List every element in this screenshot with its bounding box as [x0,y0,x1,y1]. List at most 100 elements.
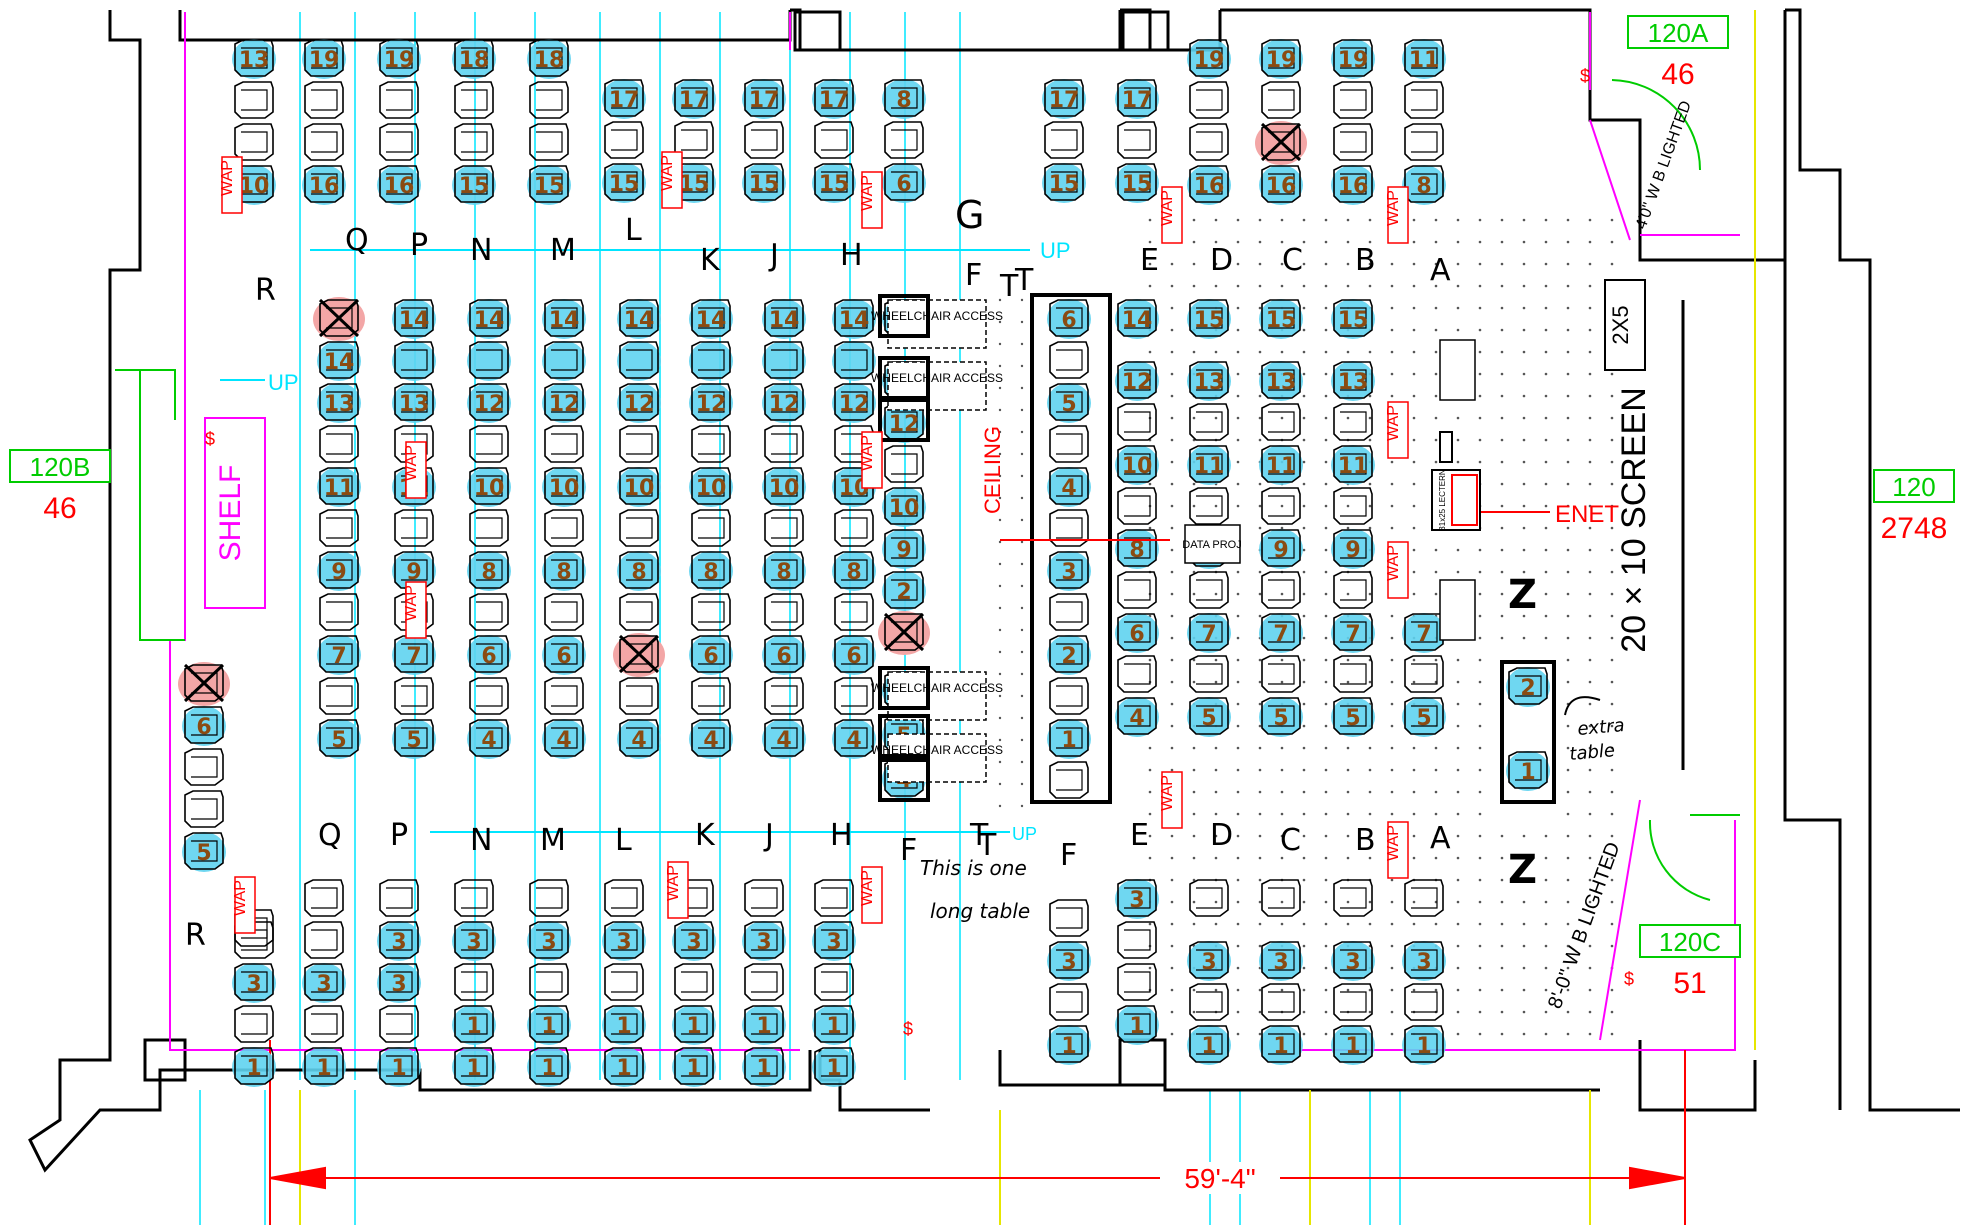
seat [529,81,569,119]
room-tag-box [1639,924,1741,958]
seat [379,123,419,161]
seat: 1 [1506,751,1550,791]
svg-text:WAP: WAP [232,880,249,916]
svg-text:3: 3 [1129,888,1144,913]
seat: 19 [1187,39,1231,79]
seat [832,341,876,381]
svg-text:5: 5 [1416,706,1431,731]
svg-text:1: 1 [466,1014,481,1039]
svg-text:19: 19 [1338,48,1369,73]
svg-text:3: 3 [1416,950,1431,975]
svg-text:3: 3 [246,972,261,997]
seat [1117,121,1157,159]
seat: 1 [452,1005,496,1045]
seat: 8 [832,551,876,591]
row-letter: K [695,818,716,853]
seat [304,1005,344,1043]
svg-text:19: 19 [309,48,340,73]
svg-text:WAP: WAP [1385,405,1402,441]
svg-text:10: 10 [239,174,270,199]
svg-text:18: 18 [459,48,490,73]
svg-text:10: 10 [696,476,727,501]
row-letter: F [1060,838,1077,873]
seat: 1 [1331,1025,1375,1065]
equipment-box [1439,579,1476,641]
svg-text:WAP: WAP [659,155,676,191]
svg-text:8: 8 [1416,174,1431,199]
seat: 14 [317,341,361,381]
extra-table [1500,660,1556,804]
svg-text:13: 13 [399,392,430,417]
seat [469,677,509,715]
seat: 17 [742,79,786,119]
seat [234,1005,274,1043]
z-letter-top: Z [1508,572,1537,618]
seat: 14 [689,299,733,339]
seat: 3 [812,921,856,961]
seat: 12 [1115,361,1159,401]
svg-text:6: 6 [196,715,211,740]
seat [544,677,584,715]
wheelchair-label: WHEELCHAIR ACCESS [871,309,1003,323]
seat [613,633,665,677]
seat: 3 [1115,879,1159,919]
svg-text:17: 17 [679,88,710,113]
wap-marker: WAP [1385,186,1409,244]
ceiling-label: CEILING [980,426,1005,514]
svg-text:7: 7 [406,644,421,669]
row-letter: E [1140,243,1159,278]
svg-text:6: 6 [556,644,571,669]
seat: 3 [377,963,421,1003]
seat: 16 [1331,165,1375,205]
svg-text:3: 3 [541,930,556,955]
row-letter: K [700,243,721,278]
row-letter: P [390,818,408,853]
seat [184,748,224,786]
seat: 5 [1187,697,1231,737]
seat: 7 [317,635,361,675]
svg-text:3: 3 [316,972,331,997]
wheelchair-access-box [887,361,987,411]
seat [814,121,854,159]
svg-text:8: 8 [481,560,496,585]
extra-note-line1: extra [1577,715,1626,740]
seat: 17 [812,79,856,119]
svg-text:8: 8 [703,560,718,585]
wap-marker: WAP [232,876,256,934]
seat: 13 [392,383,436,423]
wap-marker: WAP [1385,541,1409,599]
seat [1333,123,1373,161]
seat: 12 [542,383,586,423]
svg-text:13: 13 [324,392,355,417]
seat [884,121,924,159]
svg-text:7: 7 [1273,622,1288,647]
seat [1189,487,1229,525]
svg-text:15: 15 [1122,172,1153,197]
seat [529,879,569,917]
svg-text:10: 10 [549,476,580,501]
svg-text:1: 1 [1273,1034,1288,1059]
svg-text:1: 1 [1201,1034,1216,1059]
seat: 15 [527,165,571,205]
svg-text:1: 1 [316,1056,331,1081]
screen-ratio-label: 2X5 [1608,305,1633,344]
seat [1261,571,1301,609]
svg-text:10: 10 [889,496,920,521]
svg-text:1: 1 [1061,1034,1076,1059]
seat [744,121,784,159]
seat: 4 [832,719,876,759]
svg-text:3: 3 [1061,950,1076,975]
seat: 10 [617,467,661,507]
floor-dot-grid [998,218,1614,1036]
seat [454,81,494,119]
svg-text:WAP: WAP [859,435,876,471]
svg-text:1: 1 [541,1014,556,1039]
seat: 15 [742,163,786,203]
seat: 10 [232,165,276,205]
wap-marker: WAP [1159,186,1183,244]
wap-marker: WAP [859,866,883,924]
seat: 12 [617,383,661,423]
svg-text:11: 11 [324,476,355,501]
svg-text:2: 2 [1520,676,1535,701]
seat [1333,403,1373,441]
